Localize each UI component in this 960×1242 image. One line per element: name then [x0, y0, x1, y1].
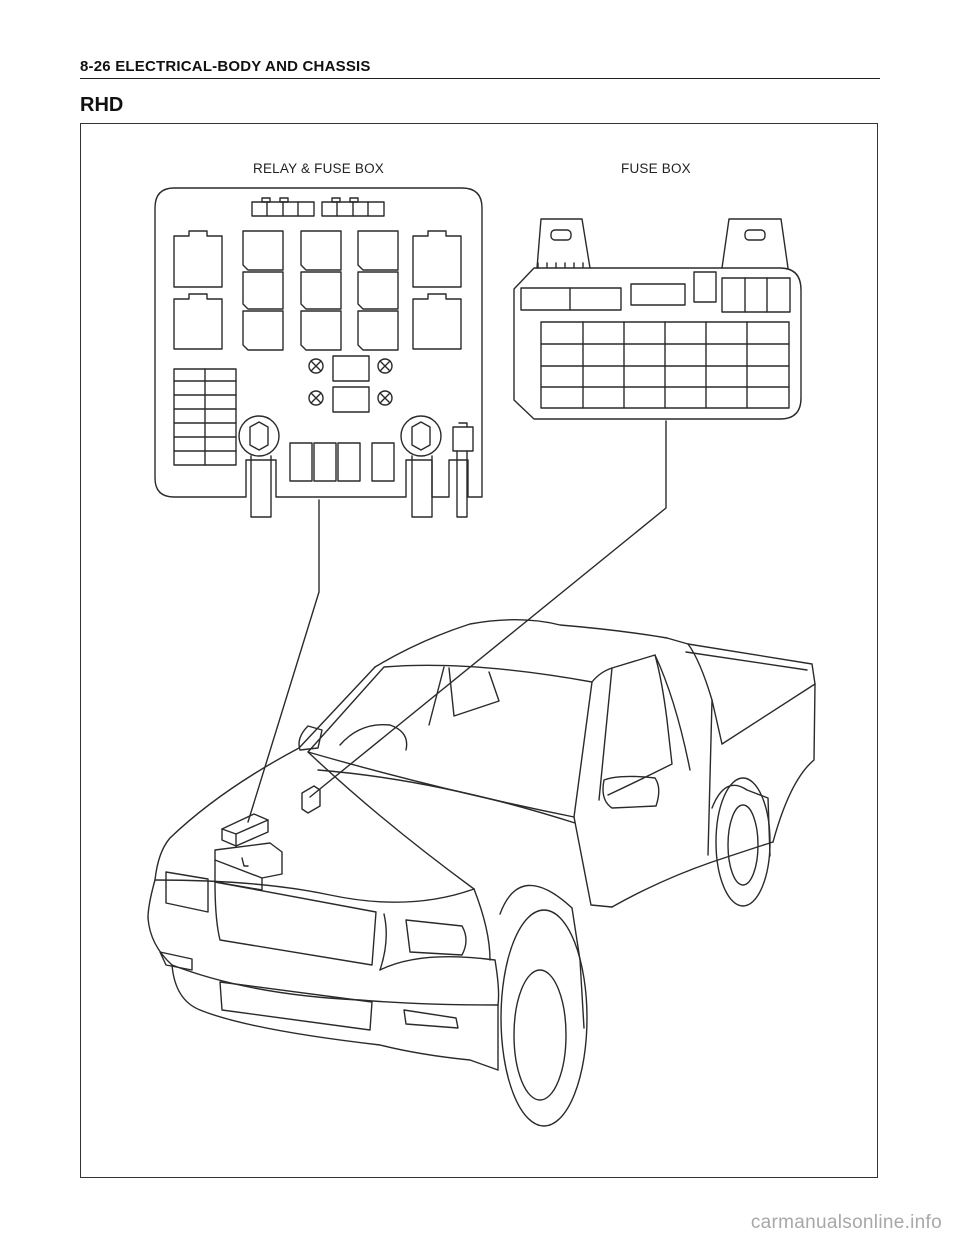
watermark: carmanualsonline.info — [750, 1212, 942, 1233]
pickup-truck-illustration — [147, 619, 816, 1127]
page-header: 8-26 ELECTRICAL-BODY AND CHASSIS — [80, 58, 880, 79]
leader-lines — [247, 420, 667, 823]
relay-fuse-box-label: RELAY & FUSE BOX — [253, 161, 384, 176]
relay-fuse-box-diagram — [154, 187, 483, 518]
fuse-box-diagram — [513, 218, 802, 420]
section-title: RHD — [80, 94, 124, 116]
fuse-box-label: FUSE BOX — [621, 161, 691, 176]
figure-frame — [80, 123, 878, 1178]
page-header-title: 8-26 ELECTRICAL-BODY AND CHASSIS — [80, 58, 371, 75]
